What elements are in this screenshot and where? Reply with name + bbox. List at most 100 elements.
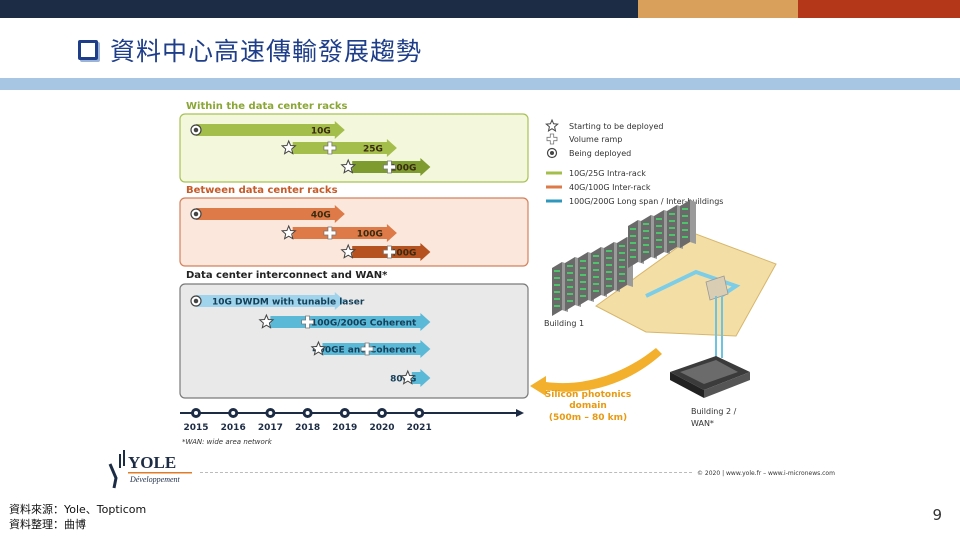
legend-marker-label-0: Starting to be deployed [569,122,664,131]
server-led-5-0 [619,245,625,247]
server-led-1-4 [567,293,573,295]
silicon-photonics-arrow [530,348,662,396]
marker-start-2-2 [310,340,327,356]
section-title-0: Within the data center racks [186,101,348,112]
server-led-back-3-1 [669,220,675,222]
server-led-5-1 [619,252,625,254]
server-led-back-3-2 [669,227,675,229]
figure-divider [200,472,692,473]
server-led-back-4-2 [682,222,688,224]
marker-start-2-3 [399,369,416,385]
slide-footer: 資料來源：Yole、Topticom 資料整理：曲博 [9,502,146,532]
marker-start-0-2 [340,158,357,174]
legend-target-icon-dot [549,150,555,156]
slide-title-text: 資料中心高速傳輸發展趨勢 [110,37,423,66]
server-led-back-1-2 [643,237,649,239]
yole-logo-mark: YOLE Développement [108,450,192,489]
building2-label-line-2: WAN* [691,419,714,428]
legend-star-icon [545,118,559,132]
section-panel-2 [179,283,529,399]
server-led-back-0-1 [630,235,636,237]
marker-volume-1-2 [382,245,396,259]
server-led-4-0 [606,250,612,252]
server-led-back-3-0 [669,213,675,215]
arrow-1-1 [292,224,397,242]
server-led-5-2 [619,259,625,261]
timeline-label-2015: 2015 [183,423,208,433]
top-color-bar [0,0,960,18]
server-led-4-3 [606,271,612,273]
building1-label: Building 1 [544,319,584,328]
roadmap-chart: Within the data center racks10G25G100GBe… [179,101,777,446]
timeline-dot-center-2021 [417,411,422,415]
server-rack-front-4 [604,242,614,296]
marker-start-0-1 [280,139,297,155]
server-led-0-5 [554,305,560,307]
arrow-0-1 [292,139,397,157]
arrow-2-2 [322,340,431,358]
silicon-label-line-1: Silicon photonics [545,390,632,400]
server-led-back-2-0 [656,218,662,220]
server-led-2-0 [580,260,586,262]
server-led-4-2 [606,264,612,266]
server-led-0-3 [554,291,560,293]
server-led-0-1 [554,277,560,279]
server-rack-front-2 [578,252,588,306]
building2-device-left [670,372,704,398]
timeline-label-2018: 2018 [295,423,320,433]
section-title-2: Data center interconnect and WAN* [186,270,388,281]
server-led-back-2-3 [656,239,662,241]
top-bar-tan-segment [638,0,798,18]
server-led-1-2 [567,279,573,281]
server-led-5-3 [619,266,625,268]
server-rack-front-3 [591,247,601,301]
arrow-1-0 [196,205,345,223]
timeline-label-2019: 2019 [332,423,357,433]
arrow-label-2-0: 10G DWDM with tunable laser [212,298,365,308]
arrow-2-0 [196,292,345,310]
server-rack-back-side-4 [690,200,696,244]
arrow-label-1-0: 40G [311,211,331,221]
server-rack-front-5 [617,237,627,291]
server-led-2-5 [580,295,586,297]
legend-line-label-1: 40G/100G Inter-rack [569,183,651,192]
server-led-back-1-0 [643,223,649,225]
server-led-back-0-0 [630,228,636,230]
switch-box [705,275,729,301]
server-led-3-2 [593,269,599,271]
server-led-back-4-3 [682,229,688,231]
marker-volume-1-1 [323,226,337,240]
marker-start-1-1 [280,224,297,240]
server-led-0-4 [554,298,560,300]
legend-marker-label-2: Being deployed [569,149,631,158]
timeline-arrowhead [516,409,524,417]
arrow-label-2-3: 800G [390,375,416,385]
arrow-label-1-2: 400G [390,249,416,259]
timeline-label-2021: 2021 [407,423,432,433]
server-led-back-3-4 [669,241,675,243]
building2-device-right [704,372,750,398]
logo-text: YOLE [128,453,176,472]
marker-start-1-2 [340,243,357,259]
legend-marker-label-1: Volume ramp [569,135,622,144]
top-bar-dark-segment [0,0,638,18]
marker-volume-0-2 [382,160,396,174]
server-led-back-1-3 [643,244,649,246]
server-led-back-4-0 [682,208,688,210]
server-led-back-1-1 [643,230,649,232]
arrow-0-0 [196,121,345,139]
timeline-dot-center-2018 [305,411,310,415]
server-led-2-3 [580,281,586,283]
server-led-back-0-4 [630,256,636,258]
server-led-0-2 [554,284,560,286]
silicon-label-line-2: domain [569,401,607,411]
page-number: 9 [932,506,942,524]
server-led-3-4 [593,283,599,285]
marker-volume-0-1 [323,141,337,155]
server-led-2-2 [580,274,586,276]
arrow-label-0-1: 25G [363,145,383,155]
silicon-label-line-3: (500m – 80 km) [549,413,627,423]
title-bullet-icon [78,40,98,60]
server-led-3-5 [593,290,599,292]
